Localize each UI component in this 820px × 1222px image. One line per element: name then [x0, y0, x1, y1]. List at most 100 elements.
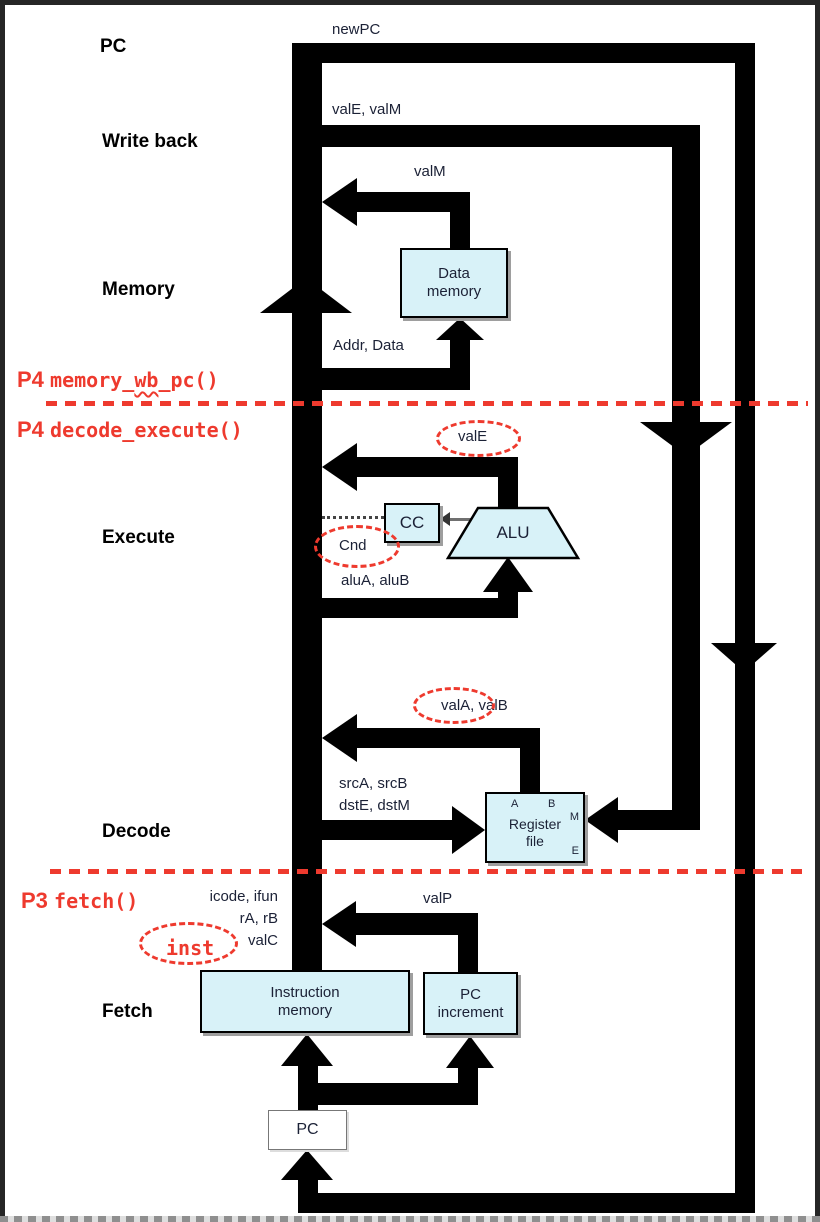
p4-memory-fn: memory_wb_pc()	[50, 368, 219, 392]
alua-line-h	[322, 598, 518, 618]
pc-junction-bar	[298, 1083, 478, 1105]
main-bus-vertical	[292, 43, 322, 970]
regfile-port-e: E	[571, 844, 579, 857]
arrowhead-datamem-up	[436, 318, 484, 340]
screenshot-border-right	[815, 0, 820, 1222]
vala-line-v	[520, 728, 540, 792]
arrowhead-pcinc-up	[446, 1036, 494, 1068]
pcinc-arrow-stem	[458, 1068, 478, 1088]
right-feedback-line	[735, 43, 755, 1213]
pc-top-stem	[298, 1083, 318, 1110]
p3-tag: P3	[21, 888, 48, 913]
vale-line-h	[352, 457, 518, 477]
signal-alua-alub: aluA, aluB	[341, 572, 410, 589]
signal-icode-ifun: icode, ifun	[209, 888, 278, 905]
stage-label-decode: Decode	[102, 821, 171, 842]
bottom-feedback-bar	[298, 1193, 755, 1213]
instruction-memory-label-2: memory	[277, 1001, 333, 1019]
pc-box: PC	[268, 1110, 347, 1150]
signal-addr-data: Addr, Data	[333, 337, 404, 354]
arrowhead-regfile-right	[452, 806, 485, 854]
pc-box-label: PC	[296, 1121, 319, 1139]
highlight-ellipse-vala	[413, 687, 495, 724]
instruction-memory-label-1: Instruction	[270, 983, 340, 1001]
arrowhead-imem-up	[281, 1034, 333, 1066]
arrowhead-minput-left	[585, 797, 618, 843]
stage-label-write-back: Write back	[102, 131, 198, 152]
screenshot-border-top	[0, 0, 820, 5]
cc-label: CC	[399, 512, 425, 532]
p4-decode-fn: decode_execute()	[50, 418, 243, 442]
valp-line-h	[355, 913, 478, 935]
annotation-p4-memory-wb-pc: P4 memory_wb_pc()	[17, 367, 219, 393]
alu-cc-wire	[449, 518, 475, 521]
arrowhead-bus-up	[260, 278, 352, 313]
stage-divider-memory-execute	[46, 401, 808, 406]
highlight-ellipse-inst	[139, 922, 238, 965]
pc-increment-label-2: increment	[437, 1003, 504, 1021]
arrowhead-vale-left	[322, 443, 357, 491]
srca-line-h	[322, 820, 455, 840]
pc-bottom-stem	[298, 1178, 318, 1195]
cnd-dotted-wire	[322, 516, 384, 519]
highlight-ellipse-vale	[436, 420, 521, 457]
regfile-port-m: M	[569, 811, 579, 823]
regfile-label-2: file	[526, 832, 544, 849]
valp-line-v	[458, 913, 478, 972]
pc-increment-box: PC increment	[423, 972, 518, 1035]
highlight-ellipse-cnd	[314, 525, 400, 568]
signal-valc: valC	[247, 932, 278, 949]
signal-dste-dstm: dstE, dstM	[339, 797, 410, 814]
arrowhead-right-down	[711, 643, 777, 672]
arrowhead-valm-left	[322, 178, 357, 226]
stage-label-fetch: Fetch	[102, 1001, 153, 1022]
stage-divider-decode-fetch	[50, 869, 808, 874]
arrowhead-vala-left	[322, 714, 357, 762]
signal-valp: valP	[423, 890, 453, 907]
instruction-memory-box: Instruction memory	[200, 970, 410, 1033]
data-memory-label-1: Data	[438, 265, 470, 282]
arrowhead-mid-down	[640, 422, 732, 456]
annotation-p3-fetch: P3 fetch()	[21, 888, 138, 914]
arrowhead-alu-up	[483, 557, 533, 592]
p3-fetch-fn: fetch()	[54, 889, 139, 913]
imem-arrow-stem	[298, 1065, 318, 1087]
signal-vale-valm: valE, valM	[332, 101, 402, 118]
signal-valm: valM	[414, 163, 446, 180]
register-file-box: A B M E Register file	[485, 792, 585, 863]
newpc-bar	[292, 43, 755, 63]
signal-ra-rb: rA, rB	[239, 910, 278, 927]
p4-tag: P4	[17, 367, 44, 392]
vala-line-h	[352, 728, 540, 748]
addr-data-line-v	[450, 340, 470, 390]
pc-increment-label-1: PC	[460, 985, 481, 1003]
p4-tag-2: P4	[17, 417, 44, 442]
mid-feedback-line	[672, 125, 700, 830]
valm-line-v	[450, 192, 470, 248]
regfile-port-b: B	[548, 798, 556, 810]
data-memory-label-2: memory	[426, 283, 482, 300]
vale-valm-bar	[292, 125, 700, 147]
alu-unit	[445, 506, 581, 560]
stage-label-pc: PC	[100, 36, 127, 57]
data-memory-box: Data memory	[400, 248, 508, 318]
vale-line-v	[498, 457, 518, 508]
stage-label-execute: Execute	[102, 527, 175, 548]
addr-data-line-h	[322, 368, 470, 390]
regfile-port-a: A	[511, 798, 519, 810]
arrowhead-pcbox-up	[281, 1150, 333, 1180]
regfile-label-1: Register	[508, 815, 562, 832]
annotation-p4-decode-execute: P4 decode_execute()	[17, 417, 243, 443]
m-input-line	[618, 810, 700, 830]
screenshot-border-left	[0, 0, 5, 1222]
valm-line-h	[352, 192, 470, 212]
alua-stem-v	[498, 590, 518, 618]
alu-cc-arrowhead	[440, 512, 450, 526]
alu-label: ALU	[496, 523, 530, 542]
arrowhead-valp-left	[322, 901, 356, 947]
signal-srca-srcb: srcA, srcB	[339, 775, 408, 792]
signal-newpc: newPC	[332, 21, 381, 38]
screenshot-bottom-cropped-edge	[0, 1216, 820, 1222]
fetch-output-signals: icode, ifun rA, rB valC	[168, 886, 278, 952]
